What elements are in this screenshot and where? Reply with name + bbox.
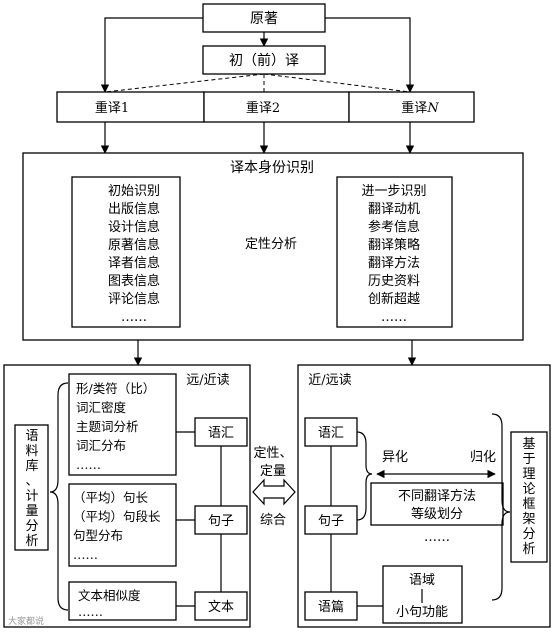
retranslation-1-box [56,91,205,123]
svg-text:析: 析 [25,534,38,549]
list-item: 历史资料 [368,274,420,289]
watermark: 大家都说 [8,615,44,627]
list-item: …… [73,547,98,562]
left-sentence-level-box [194,505,248,535]
left-panel-label: 远/近读 [186,373,229,388]
retranslation-2-label: 重译2 [246,100,280,116]
theory-framework-label: 基 于 理 论 框 架 分 析 [522,437,535,557]
left-sentence-level-label: 句子 [208,514,234,529]
list-item: …… [121,310,147,325]
dashed-link-1 [104,73,265,93]
list-item: 词汇密度 [76,400,127,415]
left-lexicon-level-box [194,417,248,447]
list-item: 图表信息 [108,273,160,289]
svg-text:框: 框 [522,497,535,512]
arrow-original-to-retrans1 [100,17,203,93]
right-brace [491,413,511,601]
list-item: 文本相似度 [78,588,141,603]
list-item: …… [381,310,407,325]
qualitative-quantitative-line1: 定性、 [253,446,292,461]
sentence-metrics-box [68,483,177,567]
initial-identification-list: 初始识别 出版信息 设计信息 原著信息 译者信息 图表信息 评论信息 …… [108,184,160,325]
svg-text:量: 量 [25,504,38,519]
synthesis-label: 综合 [260,513,286,528]
left-text-level-box [194,591,248,621]
qualitative-quantitative-line2: 定量 [260,464,286,479]
bidirectional-arrow-icon [252,478,296,506]
left-lexicon-level-label: 语汇 [208,426,234,441]
lexical-metrics-box [68,373,177,476]
method-grading-line1: 不同翻译方法 [398,488,476,504]
original-label: 原著 [250,11,278,27]
right-discourse-level-label: 语篇 [318,600,344,615]
list-item: 词汇分布 [76,438,126,453]
initial-identification-box [71,176,181,328]
retranslation-2-box [203,91,350,123]
svg-text:基: 基 [522,437,535,452]
svg-text:于: 于 [522,452,535,467]
clause-function-label: 小句功能 [396,605,448,620]
list-item: …… [78,604,103,619]
list-item: （平均）句长 [73,490,149,505]
dashed-link-n [263,73,411,93]
further-identification-list: 进一步识别 翻译动机 参考信息 翻译策略 翻译方法 历史资料 创新超越 …… [361,184,426,325]
list-item: 原著信息 [108,237,160,253]
text-similarity-box [68,581,177,621]
retranslation-1-label: 重译1 [95,100,129,116]
svg-text:库: 库 [25,458,38,474]
left-brace [49,382,69,611]
list-item: （平均）句段长 [73,509,161,524]
first-translation-box [202,45,326,75]
svg-text:、: 、 [25,474,38,489]
right-lexicon-level-label: 语汇 [318,426,344,441]
further-identification-box [336,176,453,328]
svg-text:料: 料 [25,444,38,459]
arrow-original-to-retransN [325,17,415,93]
list-item: 创新超越 [368,291,420,307]
list-item: 翻译方法 [368,255,420,271]
identity-title: 译本身份识别 [230,160,314,176]
list-item: …… [76,457,101,472]
svg-text:架: 架 [522,512,535,527]
domestication-label: 归化 [470,450,496,465]
svg-text:计: 计 [25,489,38,504]
register-label: 语域 [409,573,435,588]
svg-text:分: 分 [25,519,38,534]
method-grading-box [370,482,504,526]
retranslation-n-label: 重译N [401,100,439,116]
left-text-level-label: 文本 [208,600,234,615]
list-item: 主题词分析 [76,419,139,434]
theory-framework-box [510,431,548,563]
foreignization-label: 异化 [382,450,408,465]
svg-text:析: 析 [522,542,535,557]
svg-text:分: 分 [522,527,535,542]
first-translation-label: 初（前）译 [229,52,299,69]
list-item: 进一步识别 [361,184,426,199]
list-item: 评论信息 [108,291,160,307]
retranslation-n-box [348,91,475,123]
list-item: 参考信息 [368,219,420,235]
method-grading-line2: 等级划分 [411,506,463,522]
right-ellipsis: …… [424,530,450,545]
svg-text:理: 理 [522,467,535,482]
list-item: 初始识别 [108,184,160,199]
list-item: 出版信息 [108,201,160,217]
list-item: 形/类符（比） [76,381,155,396]
right-panel-label: 近/远读 [308,373,351,388]
list-item: 句型分布 [73,528,123,543]
list-item: 翻译动机 [368,202,420,217]
list-item: 译者信息 [108,255,160,271]
right-small-brace [356,431,373,521]
svg-text:论: 论 [522,482,535,497]
right-sentence-level-box [304,505,358,535]
list-item: 设计信息 [108,219,160,235]
svg-text:语: 语 [25,429,38,444]
corpus-analysis-box [14,424,49,551]
qualitative-analysis-label: 定性分析 [245,237,297,252]
right-sentence-level-label: 句子 [318,514,344,529]
list-item: 翻译策略 [368,237,420,253]
corpus-analysis-label: 语 料 库 、 计 量 分 析 [25,429,38,549]
